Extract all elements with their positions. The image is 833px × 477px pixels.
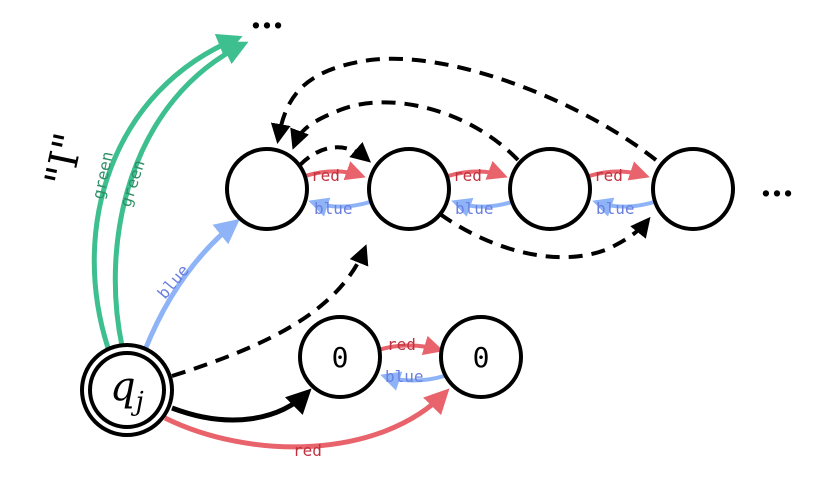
edge-red-long: [163, 388, 450, 450]
i-label: "I": [37, 129, 93, 190]
edge-dashed-start: [171, 244, 369, 378]
edge-black-solid: [171, 388, 312, 423]
edge-green-outer: [91, 33, 243, 349]
edge-dashed-top-outer: [270, 56, 658, 162]
edge-blue-zero: [380, 371, 445, 391]
start-node-base: q: [110, 364, 136, 410]
red-label-2-3: red: [453, 166, 482, 185]
edge-blue-4-3: [592, 197, 655, 217]
zero-node-1-label: 0: [332, 341, 349, 374]
chain-node-2: [367, 147, 451, 231]
chain-node-4: [651, 147, 735, 231]
edge-dashed-bottom: [438, 212, 651, 260]
edge-blue-2-1: [308, 197, 371, 217]
red-label-zero: red: [387, 335, 416, 354]
start-node-inner: [88, 351, 166, 429]
zero-node-1: [298, 315, 382, 399]
blue-label-start: blue: [154, 261, 193, 303]
edge-blue-start: [142, 218, 240, 351]
edge-blue-3-2: [451, 197, 513, 217]
red-label-3-4: red: [594, 166, 623, 185]
edge-green-inner: [112, 41, 249, 347]
edge-red-3-4: [588, 161, 650, 181]
edge-dashed-1-2-top: [298, 141, 372, 167]
edge-red-zero: [377, 335, 444, 355]
top-ellipsis: …: [250, 0, 284, 37]
edge-dashed-top-inner: [290, 100, 520, 162]
red-label-bottom: red: [293, 441, 322, 460]
start-node-label: qj: [110, 364, 144, 417]
green-label-outer: green: [88, 150, 117, 201]
blue-label-zero: blue: [385, 367, 424, 386]
zero-node-2: [439, 315, 523, 399]
blue-label-2-1: blue: [314, 199, 353, 218]
zero-node-2-label: 0: [473, 341, 490, 374]
green-label-inner: green: [116, 158, 149, 210]
right-ellipsis: …: [760, 165, 794, 205]
blue-label-3-2: blue: [455, 199, 494, 218]
edge-red-1-2: [304, 161, 366, 181]
chain-node-3: [508, 147, 592, 231]
edge-red-2-3: [447, 161, 508, 180]
chain-node-1: [225, 147, 309, 231]
blue-label-4-3: blue: [596, 199, 635, 218]
red-label-1-2: red: [311, 166, 340, 185]
